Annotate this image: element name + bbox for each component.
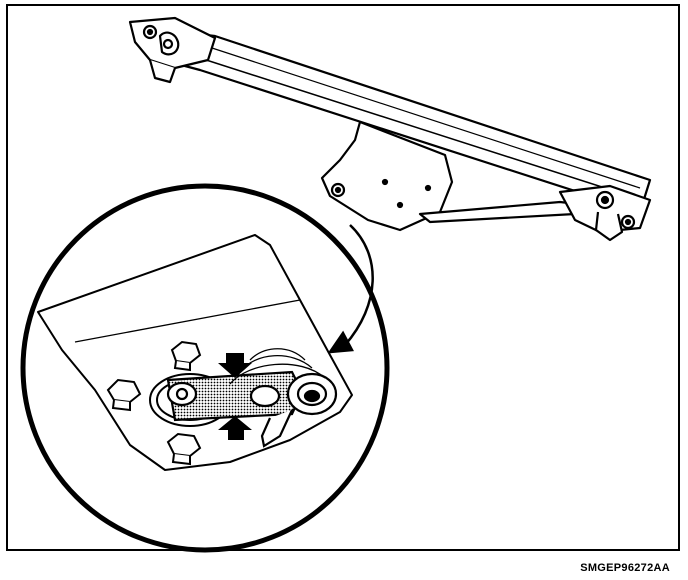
up-arrow-icon <box>218 416 252 440</box>
hex-bolt-lower <box>166 432 202 466</box>
callout-arrow <box>327 224 374 354</box>
hex-bolt-upper <box>170 340 202 372</box>
down-arrow-icon <box>218 353 252 378</box>
hex-bolt-left <box>106 378 142 412</box>
linkage-arm <box>166 370 304 422</box>
wiper-linkage-assembly <box>128 16 652 242</box>
ball-joint-socket <box>260 372 338 448</box>
figure-reference-code: SMGEP96272AA <box>580 562 670 574</box>
